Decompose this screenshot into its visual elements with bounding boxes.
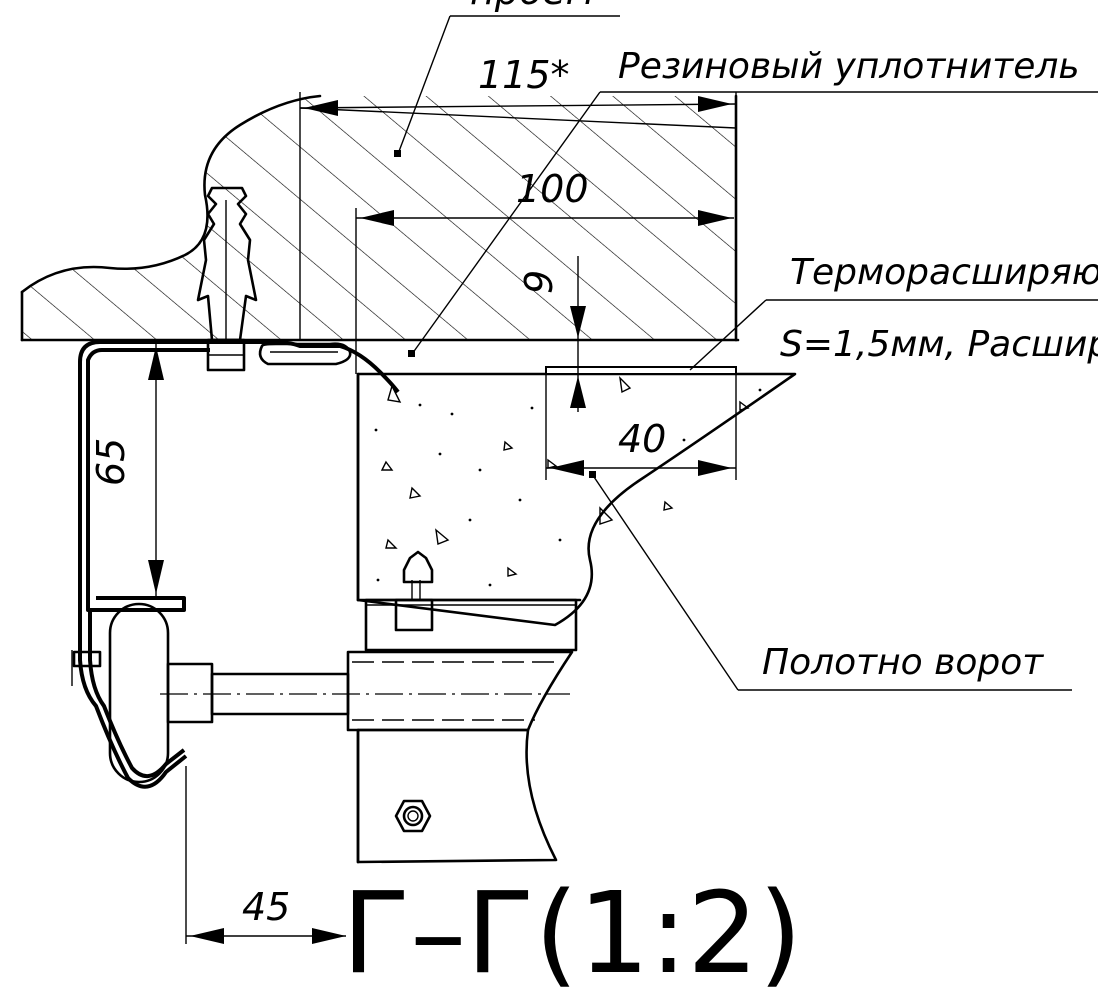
label-door-leaf: Полотно ворот (762, 642, 1044, 683)
door-leaf-section (356, 372, 797, 627)
leader-door-leaf: Полотно ворот (589, 471, 1072, 691)
dim-45-label: 45 (242, 885, 290, 929)
label-thermo-line1: Терморасширяющ (790, 252, 1098, 293)
label-rubber-seal: Резиновый уплотнитель (618, 46, 1080, 87)
dim-45: 45 (185, 766, 346, 944)
dim-65-label: 65 (89, 438, 133, 486)
dim-115-label: 115* (478, 53, 570, 97)
dim-100-label: 100 (516, 167, 589, 211)
dim-100: 100 (355, 167, 734, 374)
dim-40: 40 (545, 374, 737, 480)
leader-rubber-seal: Резиновый уплотнитель (408, 46, 1098, 357)
concrete-speckles (374, 376, 762, 587)
dim-9: 9 (517, 256, 586, 412)
thermo-strip (545, 366, 737, 375)
dim-9-label: 9 (517, 270, 561, 294)
label-opening: проем (470, 0, 594, 13)
dim-65: 65 (89, 344, 164, 596)
label-thermo-line2: S=1,5мм, Расшире (780, 324, 1098, 365)
guide-block (346, 598, 578, 864)
dim-40-label: 40 (618, 417, 666, 461)
door-anchor (394, 550, 434, 632)
frame-profile (78, 340, 400, 600)
leader-thermo: Терморасширяющ S=1,5мм, Расшире (689, 252, 1098, 371)
leader-top: проем (394, 0, 620, 157)
clamp-plate (71, 596, 188, 789)
dim-115: 115* (299, 53, 737, 340)
section-title: Г–Г(1:2) (342, 869, 802, 991)
